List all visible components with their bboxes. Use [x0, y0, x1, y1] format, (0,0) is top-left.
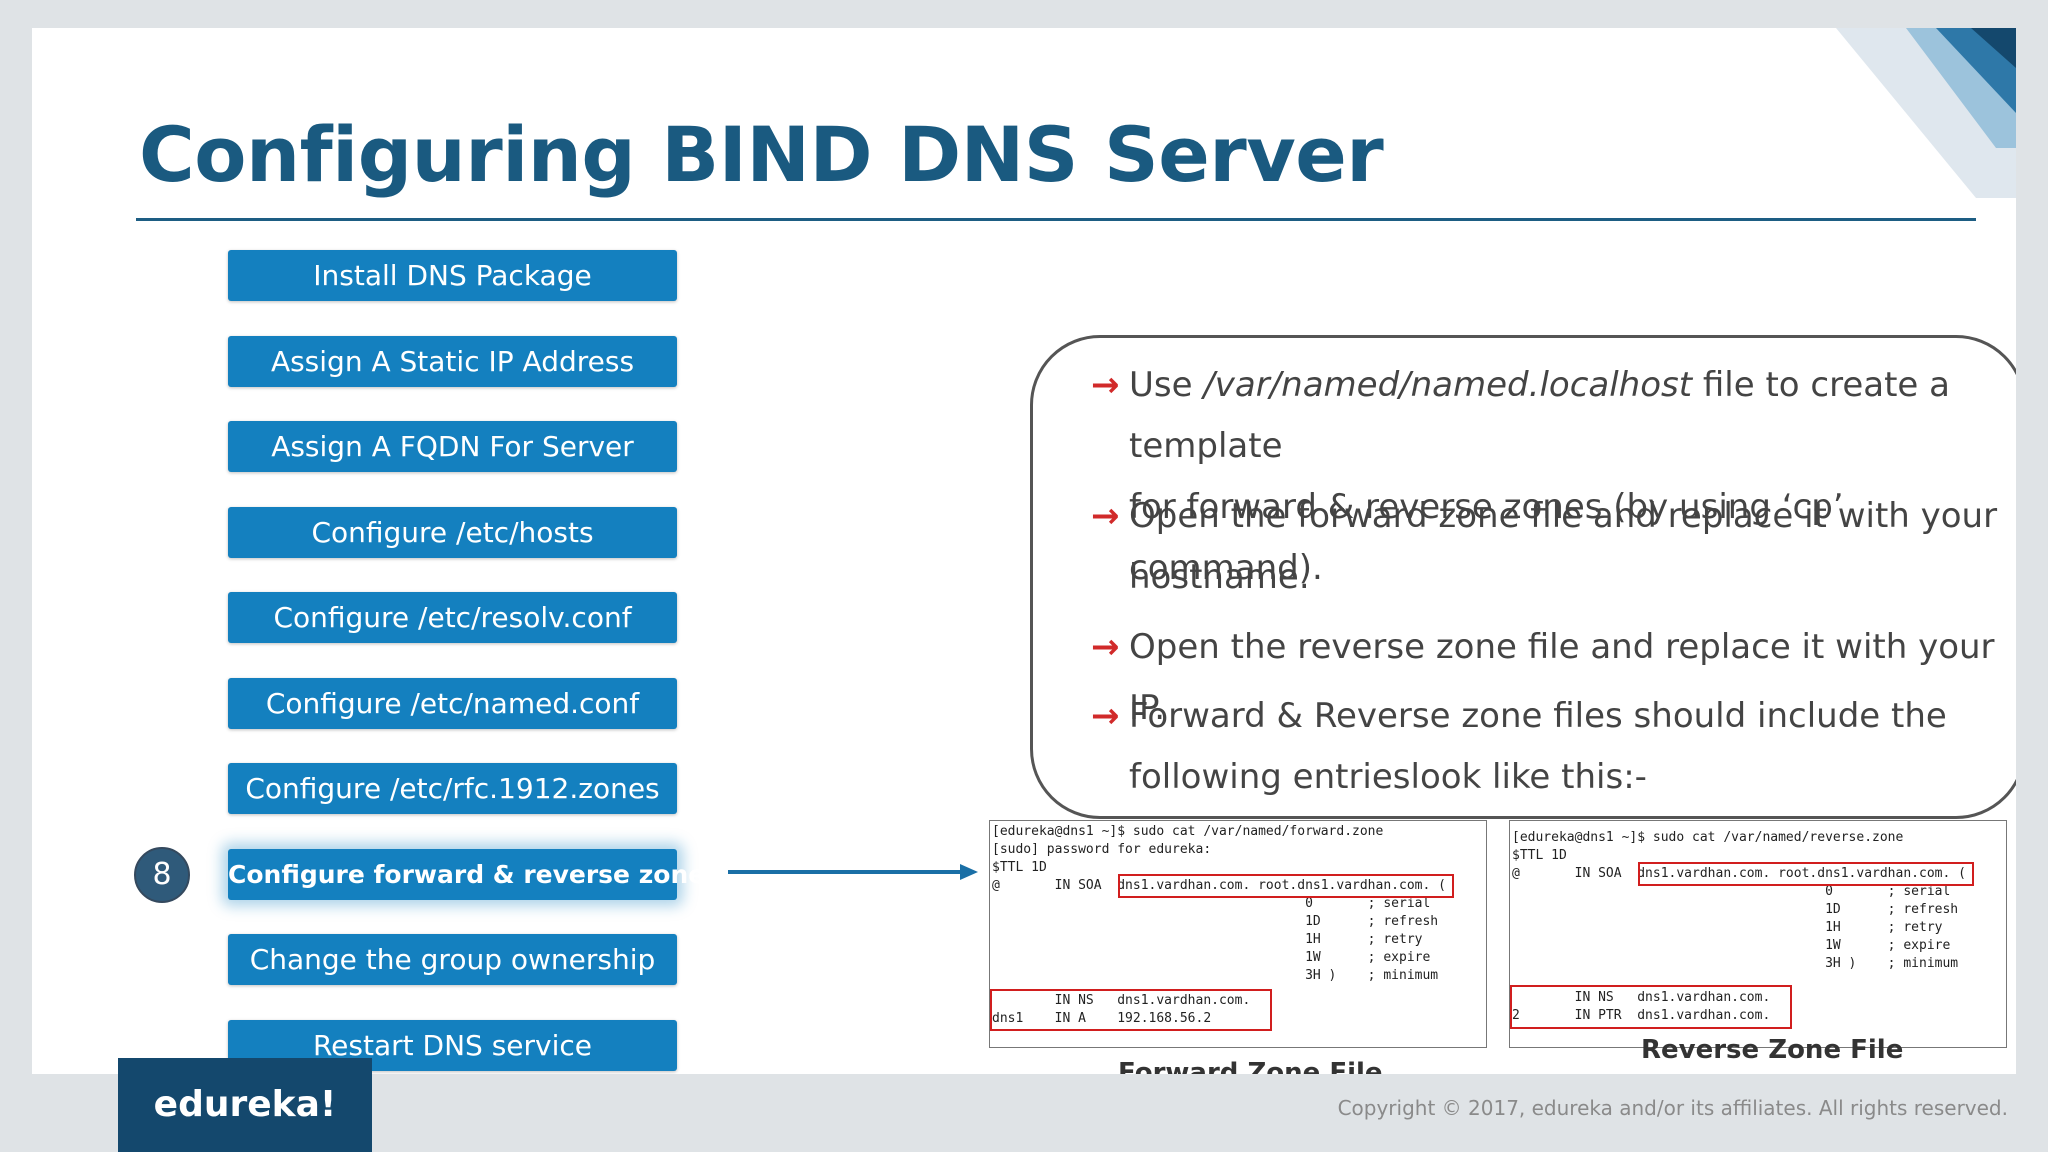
- copyright-text: Copyright © 2017, edureka and/or its aff…: [1337, 1096, 2008, 1120]
- terminal-line: 3H ) ; minimum: [992, 968, 1439, 983]
- forward-zone-terminal: [edureka@dns1 ~]$ sudo cat /var/named/fo…: [989, 820, 1487, 1048]
- active-step-number-badge: 8: [134, 847, 190, 903]
- bullet-4-line-1: Forward & Reverse zone files should incl…: [1129, 696, 1947, 736]
- step-configure-forward-reverse-zones[interactable]: Configure forward & reverse zones: [228, 849, 720, 900]
- edureka-logo: edureka!: [118, 1058, 372, 1152]
- long-right-arrow-icon: [728, 864, 978, 880]
- records-highlight-box: [990, 989, 1272, 1031]
- bullet-1-text-post: file to create a template: [1129, 365, 1950, 466]
- corner-decoration: [1836, 28, 2016, 198]
- terminal-line: IN NS dns1.vardhan.com.: [1512, 990, 1771, 1005]
- bullet-2-line-2: hostname.: [1129, 557, 1310, 597]
- page-title: Configuring BIND DNS Server: [139, 110, 1384, 199]
- bullet-2-line-1: Open the forward zone file and replace i…: [1129, 496, 1998, 536]
- terminal-line: 1W ; expire: [992, 950, 1431, 965]
- terminal-line: [edureka@dns1 ~]$ sudo cat /var/named/fo…: [992, 824, 1384, 839]
- bullet-4-line-2: following entrieslook like this:-: [1129, 757, 1647, 797]
- terminal-line: 1D ; refresh: [1512, 902, 1959, 917]
- terminal-line: 2 IN PTR dns1.vardhan.com.: [1512, 1008, 1771, 1023]
- terminal-line: 1W ; expire: [1512, 938, 1951, 953]
- terminal-line: @ IN SOA dns1.vardhan.com. root.dns1.var…: [992, 878, 1446, 893]
- terminal-line: 3H ) ; minimum: [1512, 956, 1959, 971]
- step-configure-rfc-zones[interactable]: Configure /etc/rfc.1912.zones: [228, 763, 677, 814]
- step-configure-hosts[interactable]: Configure /etc/hosts: [228, 507, 677, 558]
- right-arrow-icon: →: [1091, 496, 1120, 536]
- instructions-callout: → Use /var/named/named.localhost file to…: [1030, 335, 2016, 819]
- bullet-3-line-1: Open the reverse zone file and replace i…: [1129, 627, 1995, 728]
- step-assign-fqdn[interactable]: Assign A FQDN For Server: [228, 421, 677, 472]
- step-configure-named-conf[interactable]: Configure /etc/named.conf: [228, 678, 677, 729]
- bullet-1-text-pre: Use: [1129, 365, 1204, 405]
- soa-highlight-box: [1638, 862, 1974, 886]
- step-assign-static-ip[interactable]: Assign A Static IP Address: [228, 336, 677, 387]
- terminal-line: 0 ; serial: [992, 896, 1431, 911]
- terminal-line: $TTL 1D: [992, 860, 1047, 875]
- terminal-line: IN NS dns1.vardhan.com.: [992, 993, 1251, 1008]
- terminal-line: @ IN SOA dns1.vardhan.com. root.dns1.var…: [1512, 866, 1966, 881]
- bullet-1-line-2: for forward & reverse zones (by using ‘c…: [1129, 487, 1844, 588]
- bullet-1-path: /var/named/named.localhost: [1203, 365, 1693, 405]
- right-arrow-icon: →: [1091, 696, 1120, 736]
- right-arrow-icon: →: [1091, 365, 1120, 405]
- reverse-zone-caption: Reverse Zone File: [1641, 1035, 1904, 1065]
- reverse-zone-terminal: [edureka@dns1 ~]$ sudo cat /var/named/re…: [1509, 820, 2007, 1048]
- right-arrow-icon: →: [1091, 627, 1120, 667]
- step-change-group-ownership[interactable]: Change the group ownership: [228, 934, 677, 985]
- step-configure-resolv[interactable]: Configure /etc/resolv.conf: [228, 592, 677, 643]
- terminal-line: [edureka@dns1 ~]$ sudo cat /var/named/re…: [1512, 830, 1904, 845]
- terminal-line: 1D ; refresh: [992, 914, 1439, 929]
- terminal-line: 0 ; serial: [1512, 884, 1951, 899]
- terminal-line: [sudo] password for edureka:: [992, 842, 1212, 857]
- step-install-dns-package[interactable]: Install DNS Package: [228, 250, 677, 301]
- terminal-line: $TTL 1D: [1512, 848, 1567, 863]
- soa-highlight-box: [1118, 874, 1454, 898]
- terminal-line: 1H ; retry: [1512, 920, 1943, 935]
- records-highlight-box: [1510, 985, 1792, 1029]
- forward-zone-caption: Forward Zone File: [1118, 1058, 1383, 1074]
- title-divider: [136, 218, 1976, 221]
- terminal-line: 1H ; retry: [992, 932, 1423, 947]
- terminal-line: dns1 IN A 192.168.56.2: [992, 1011, 1212, 1026]
- slide: Configuring BIND DNS Server Install DNS …: [32, 28, 2016, 1074]
